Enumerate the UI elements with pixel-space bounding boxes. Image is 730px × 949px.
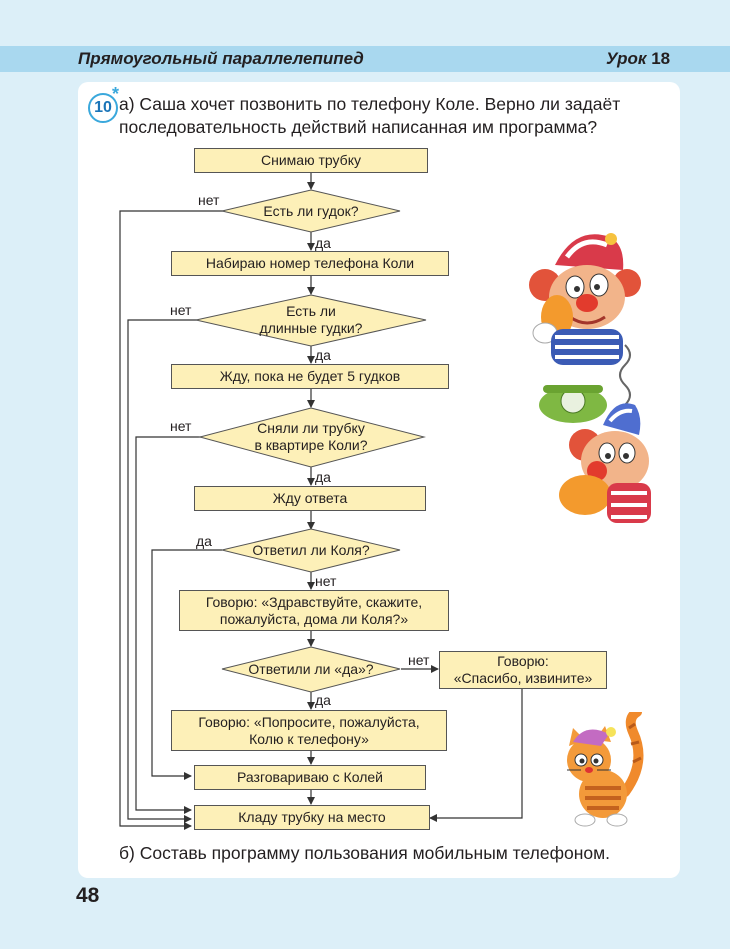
chapter-title: Прямоугольный параллелепипед — [78, 49, 364, 68]
decision-long-rings-line1: Есть ли — [286, 303, 336, 319]
decision-d2-shape — [195, 294, 427, 347]
decision-picked-up-line1: Сняли ли трубку — [257, 420, 365, 436]
decision-dial-tone: Есть ли гудок? — [263, 203, 359, 219]
page-number: 48 — [76, 884, 100, 907]
label-yes-d5: да — [315, 692, 331, 708]
step-thank-sorry-line1: Говорю: — [497, 653, 549, 669]
step-ask-kolya-line1: Говорю: «Попросите, пожалуйста, — [198, 713, 420, 730]
label-no-d1: нет — [198, 192, 220, 208]
step-say-hello-line1: Говорю: «Здравствуйте, скажите, — [205, 593, 423, 610]
lesson-label: Урок 18 — [606, 49, 670, 69]
task-number-badge: 10 — [88, 93, 118, 123]
clowns-telephone-picture — [529, 233, 651, 523]
step-say-hello: Говорю: «Здравствуйте, скажите,пожалуйст… — [179, 590, 449, 631]
step-ask-kolya: Говорю: «Попросите, пожалуйста,Колю к те… — [171, 710, 447, 751]
lesson-number: 18 — [651, 49, 671, 68]
decision-d1-shape — [221, 189, 401, 233]
label-yes-d4: да — [196, 533, 212, 549]
question-b: б) Составь программу пользования мобильн… — [119, 843, 611, 863]
label-no-d5: нет — [408, 652, 430, 668]
decision-kolya-answered: Ответил ли Коля? — [252, 542, 370, 558]
step-thank-sorry-line2: «Спасибо, извините» — [453, 670, 593, 686]
label-no-d2: нет — [170, 302, 192, 318]
step-ask-kolya-line2: Колю к телефону» — [249, 730, 369, 747]
step-dial-number: Набираю номер телефона Коли — [171, 251, 449, 276]
step-wait-5-rings: Жду, пока не будет 5 гудков — [171, 364, 449, 389]
cat-picture — [567, 712, 644, 827]
step-talk-kolya: Разговариваю с Колей — [194, 765, 426, 790]
decision-d5-shape — [221, 646, 401, 693]
label-no-d3: нет — [170, 418, 192, 434]
step-thank-sorry: Говорю:«Спасибо, извините» — [439, 651, 607, 689]
top-band — [0, 0, 730, 46]
task-star-icon: * — [112, 84, 120, 104]
label-yes-d2: да — [315, 347, 331, 363]
page-header: Прямоугольный параллелепипед Урок 18 — [0, 46, 730, 72]
decision-answered-yes: Ответили ли «да»? — [248, 661, 374, 677]
decision-picked-up-line2: в квартире Коли? — [254, 437, 368, 453]
step-say-hello-line2: пожалуйста, дома ли Коля?» — [219, 610, 409, 627]
decision-long-rings-line2: длинные гудки? — [259, 320, 363, 336]
decision-d4-shape — [221, 528, 401, 573]
decision-d3-shape — [198, 407, 426, 468]
lesson-word: Урок — [606, 49, 647, 68]
label-yes-d1: да — [315, 235, 331, 251]
label-yes-d3: да — [315, 469, 331, 485]
step-wait-answer: Жду ответа — [194, 486, 426, 511]
step-pick-up-phone: Снимаю трубку — [194, 148, 428, 173]
step-hang-up: Кладу трубку на место — [194, 805, 430, 830]
question-a: а) Саша хочет позвонить по телефону Коле… — [119, 94, 621, 137]
label-no-d4: нет — [315, 573, 337, 589]
